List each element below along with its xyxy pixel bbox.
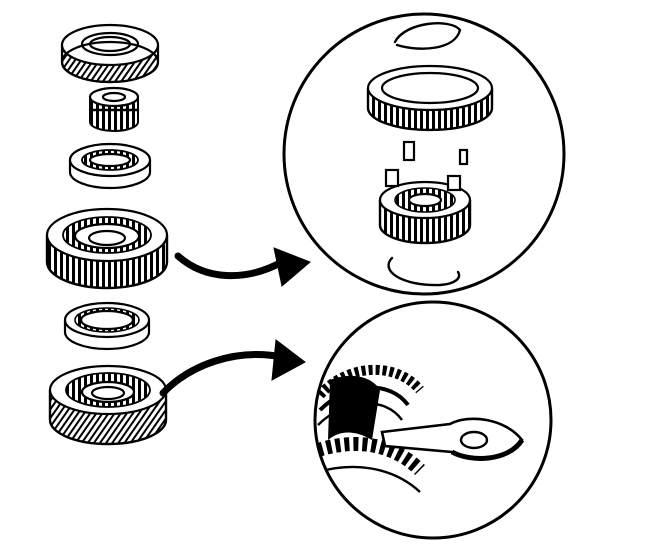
synchronizer-ring: [68, 142, 152, 190]
arrow-to-lower-detail: [159, 339, 306, 397]
lower-synchronizer-ring: [63, 301, 151, 351]
top-helical-gear: [60, 23, 160, 84]
shift-key-right: [458, 148, 469, 166]
bottom-helical-gear: [48, 364, 168, 446]
large-synchro-gear: [45, 207, 169, 290]
detail-synchro-hub: [378, 168, 472, 245]
upper-detail-callout: [282, 12, 566, 296]
detail-synchro-ring: [366, 64, 494, 132]
lower-detail-callout: [313, 300, 553, 540]
snap-ring-lower: [387, 256, 461, 287]
removal-tool: [380, 417, 525, 461]
snap-ring-upper: [393, 22, 462, 50]
shift-key-left: [402, 140, 416, 162]
small-gear-cluster: [88, 86, 140, 132]
arrow-to-upper-detail: [174, 247, 311, 287]
